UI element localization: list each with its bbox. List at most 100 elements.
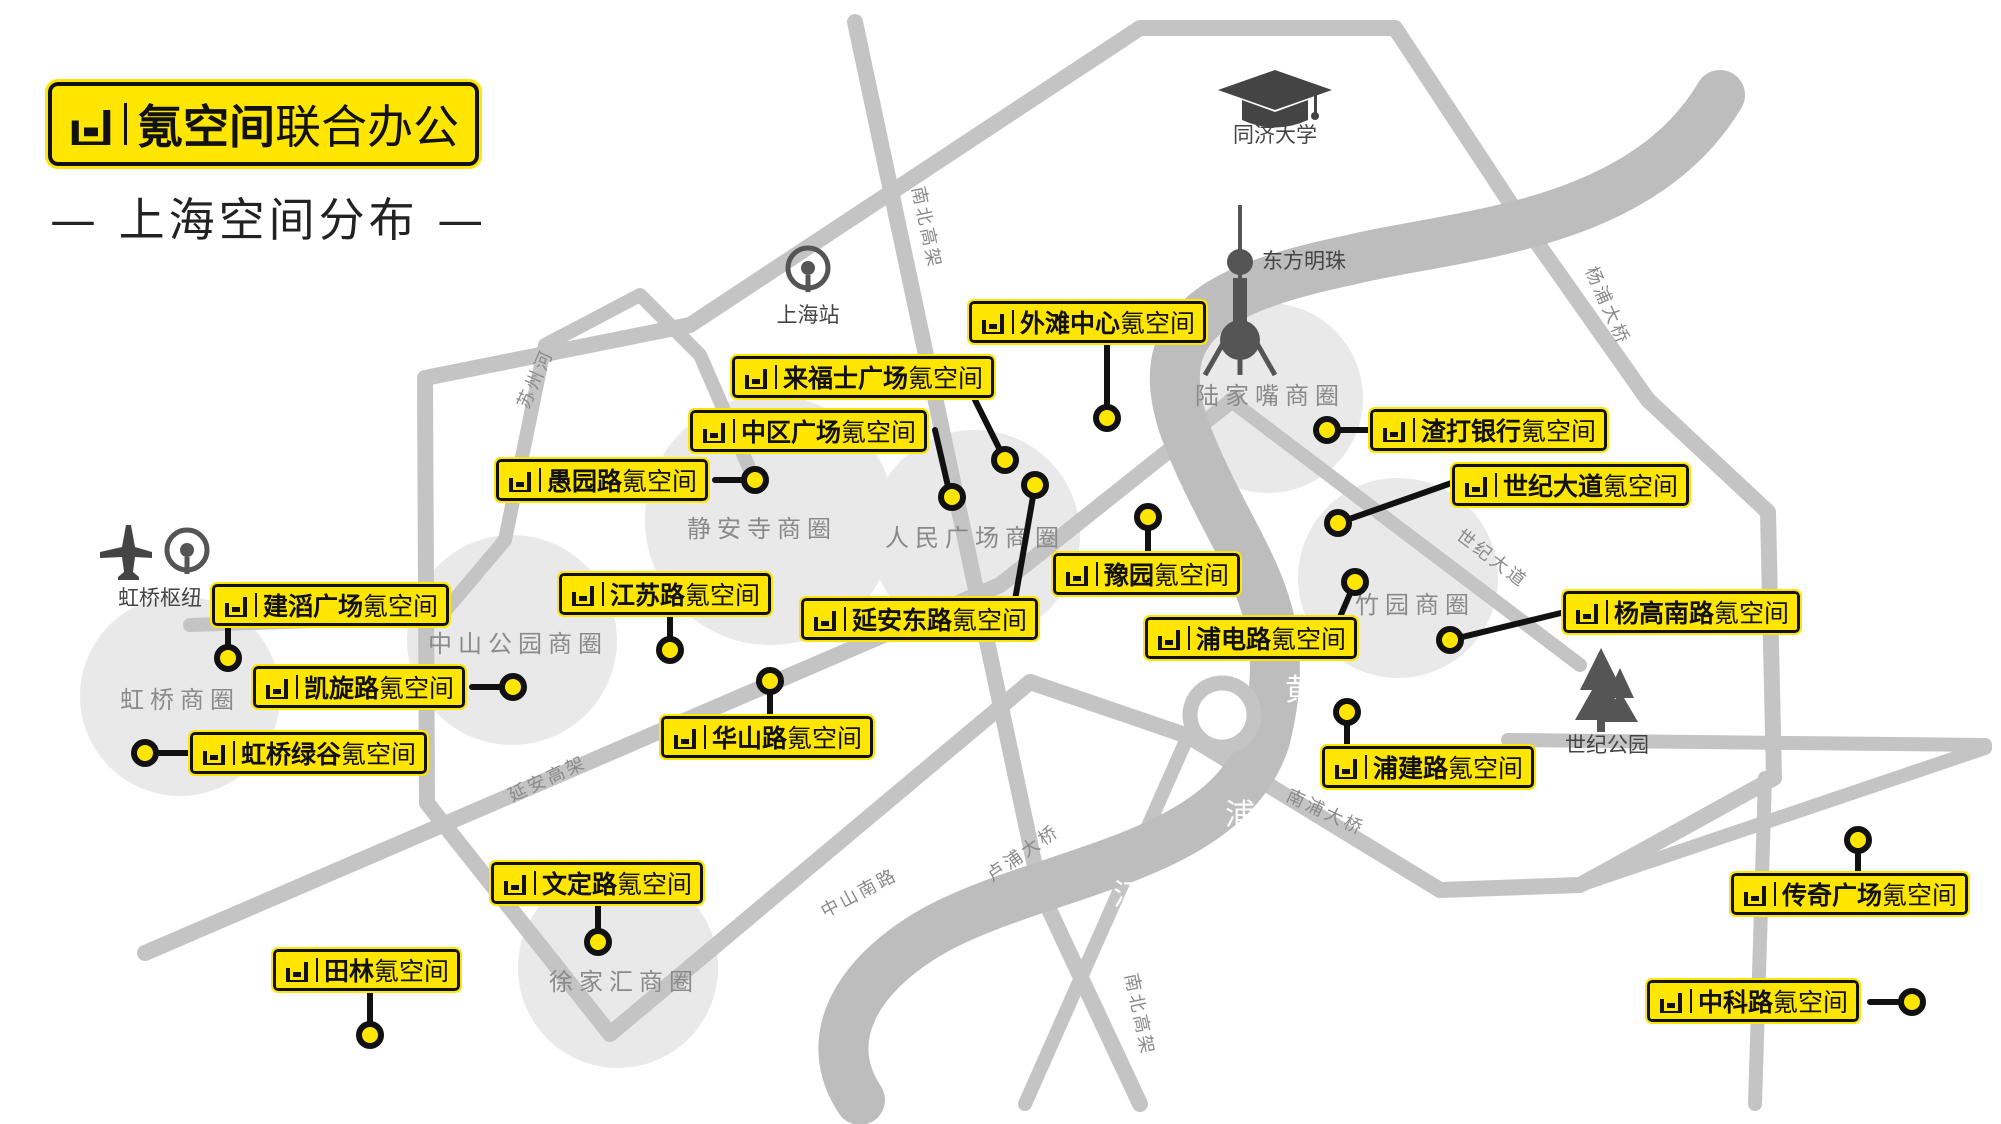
location-sign-shiji[interactable]: 世纪大道氪空间 bbox=[1449, 462, 1692, 508]
location-sign-yuyuanlu[interactable]: 愚园路氪空间 bbox=[493, 457, 711, 503]
road-label-zhongshan-south: 中山南路 bbox=[817, 864, 901, 922]
location-name: 文定路 bbox=[542, 870, 618, 899]
sign-divider bbox=[1774, 882, 1776, 906]
pin-shiji bbox=[1324, 509, 1352, 537]
landmark-label-hongqiao-hub: 虹桥枢纽 bbox=[118, 586, 202, 610]
location-suffix: 氪空间 bbox=[1120, 309, 1196, 338]
landmark-hongqiao-hub: 虹桥枢纽 bbox=[100, 525, 210, 610]
sign-divider bbox=[1690, 989, 1692, 1013]
kr-space-logo-icon bbox=[745, 369, 767, 389]
kr-space-logo-icon bbox=[572, 586, 594, 606]
location-suffix: 氪空间 bbox=[1521, 417, 1597, 446]
location-sign-huashan[interactable]: 华山路氪空间 bbox=[658, 714, 876, 760]
location-sign-zhongqu[interactable]: 中区广场氪空间 bbox=[687, 408, 930, 454]
kr-space-logo-icon bbox=[266, 679, 288, 699]
lupu-bridge-road bbox=[1018, 729, 1195, 1111]
location-sign-tianlin[interactable]: 田林氪空间 bbox=[270, 947, 463, 993]
kr-space-logo-icon bbox=[225, 597, 247, 617]
pin-pudian bbox=[1341, 568, 1369, 596]
kr-space-logo-icon bbox=[504, 875, 526, 895]
kr-space-logo-icon bbox=[71, 110, 111, 145]
airplane-icon bbox=[100, 525, 152, 580]
district-label-lujiazui: 陆家嘴商圈 bbox=[1195, 382, 1345, 410]
sign-divider bbox=[539, 468, 541, 492]
inner-ring-road bbox=[417, 20, 1782, 1042]
pin-chuanqi bbox=[1844, 826, 1872, 854]
location-name: 外滩中心 bbox=[1020, 309, 1121, 338]
location-sign-jiantao[interactable]: 建滔广场氪空间 bbox=[209, 582, 452, 628]
location-sign-kaixuan[interactable]: 凯旋路氪空间 bbox=[250, 664, 468, 710]
kr-space-logo-icon bbox=[1335, 759, 1357, 779]
kr-space-logo-icon bbox=[203, 745, 225, 765]
location-sign-pudian[interactable]: 浦电路氪空间 bbox=[1142, 615, 1360, 661]
location-name: 凯旋路 bbox=[304, 674, 380, 703]
location-name: 江苏路 bbox=[610, 581, 686, 610]
district-label-zhuyuan: 竹园商圈 bbox=[1355, 591, 1475, 619]
pin-jiangsu bbox=[656, 636, 684, 664]
sign-divider bbox=[534, 871, 536, 895]
location-name: 浦建路 bbox=[1373, 754, 1449, 783]
landmark-station: 上海站 bbox=[777, 245, 840, 327]
yanan-elevated bbox=[137, 390, 1243, 961]
sign-divider bbox=[844, 607, 846, 631]
pin-laifushi bbox=[991, 446, 1019, 474]
location-sign-yanggaonan[interactable]: 杨高南路氪空间 bbox=[1560, 589, 1803, 635]
location-sign-yuyuan[interactable]: 豫园氪空间 bbox=[1050, 551, 1243, 597]
pin-yanggaonan bbox=[1436, 626, 1464, 654]
location-suffix: 氪空间 bbox=[1448, 754, 1524, 783]
location-sign-chuanqi[interactable]: 传奇广场氪空间 bbox=[1728, 871, 1971, 917]
location-sign-jiangsu[interactable]: 江苏路氪空间 bbox=[556, 571, 774, 617]
pin-kaixuan bbox=[499, 673, 527, 701]
location-suffix: 氪空间 bbox=[622, 467, 698, 496]
district-label-renmin: 人民广场商圈 bbox=[885, 524, 1065, 552]
diagonal-east-road bbox=[1573, 741, 1992, 892]
location-name: 来福士广场 bbox=[783, 364, 909, 393]
location-name: 渣打银行 bbox=[1421, 417, 1522, 446]
location-sign-zhada[interactable]: 渣打银行氪空间 bbox=[1367, 407, 1610, 453]
east-road bbox=[1501, 733, 1992, 752]
roundabout bbox=[1182, 675, 1262, 755]
sign-divider bbox=[775, 365, 777, 389]
pin-pujian bbox=[1333, 698, 1361, 726]
pin-waitan bbox=[1093, 404, 1121, 432]
pin-wending bbox=[584, 928, 612, 956]
location-suffix: 氪空间 bbox=[374, 957, 450, 986]
kr-space-logo-icon bbox=[1158, 630, 1180, 650]
sign-divider bbox=[1012, 310, 1014, 334]
pin-huashan bbox=[756, 667, 784, 695]
road-label-yanan: 延安高架 bbox=[505, 752, 590, 807]
landmark-label-tongji: 同济大学 bbox=[1233, 123, 1317, 147]
sign-divider bbox=[296, 675, 298, 699]
sign-divider bbox=[1495, 473, 1497, 497]
landmark-century-park: 世纪公园 bbox=[1565, 648, 1649, 757]
district-label-zhongshan: 中山公园商圈 bbox=[428, 630, 608, 658]
location-suffix: 氪空间 bbox=[952, 606, 1028, 635]
location-sign-zhongke[interactable]: 中科路氪空间 bbox=[1644, 978, 1862, 1024]
location-suffix: 氪空间 bbox=[1154, 561, 1230, 590]
location-suffix: 氪空间 bbox=[363, 592, 439, 621]
location-name: 愚园路 bbox=[547, 467, 623, 496]
location-name: 浦电路 bbox=[1196, 625, 1272, 654]
landmark-label-pearl: 东方明珠 bbox=[1262, 249, 1346, 273]
sign-divider bbox=[704, 725, 706, 749]
location-sign-pujian[interactable]: 浦建路氪空间 bbox=[1319, 744, 1537, 790]
zone-xujiahui bbox=[518, 868, 718, 1068]
south-road bbox=[1748, 771, 1772, 1111]
sign-divider bbox=[733, 419, 735, 443]
location-sign-wending[interactable]: 文定路氪空间 bbox=[488, 860, 706, 906]
kr-space-logo-icon bbox=[1066, 566, 1088, 586]
location-sign-waitan[interactable]: 外滩中心氪空间 bbox=[966, 299, 1209, 345]
location-sign-yanandong[interactable]: 延安东路氪空间 bbox=[798, 596, 1041, 642]
page-subtitle: — 上海空间分布 — bbox=[50, 193, 488, 247]
sign-divider bbox=[1096, 562, 1098, 586]
location-name: 虹桥绿谷 bbox=[241, 740, 342, 769]
location-name: 中区广场 bbox=[741, 418, 842, 447]
graduation-cap-icon bbox=[1218, 70, 1332, 128]
location-suffix: 氪空间 bbox=[908, 364, 984, 393]
sign-divider bbox=[316, 958, 318, 982]
location-sign-laifushi[interactable]: 来福士广场氪空间 bbox=[729, 354, 997, 400]
huangpu-river bbox=[818, 70, 1745, 1124]
location-suffix: 氪空间 bbox=[617, 870, 693, 899]
sign-divider bbox=[233, 741, 235, 765]
location-sign-hongqiaolvgu[interactable]: 虹桥绿谷氪空间 bbox=[187, 730, 430, 776]
